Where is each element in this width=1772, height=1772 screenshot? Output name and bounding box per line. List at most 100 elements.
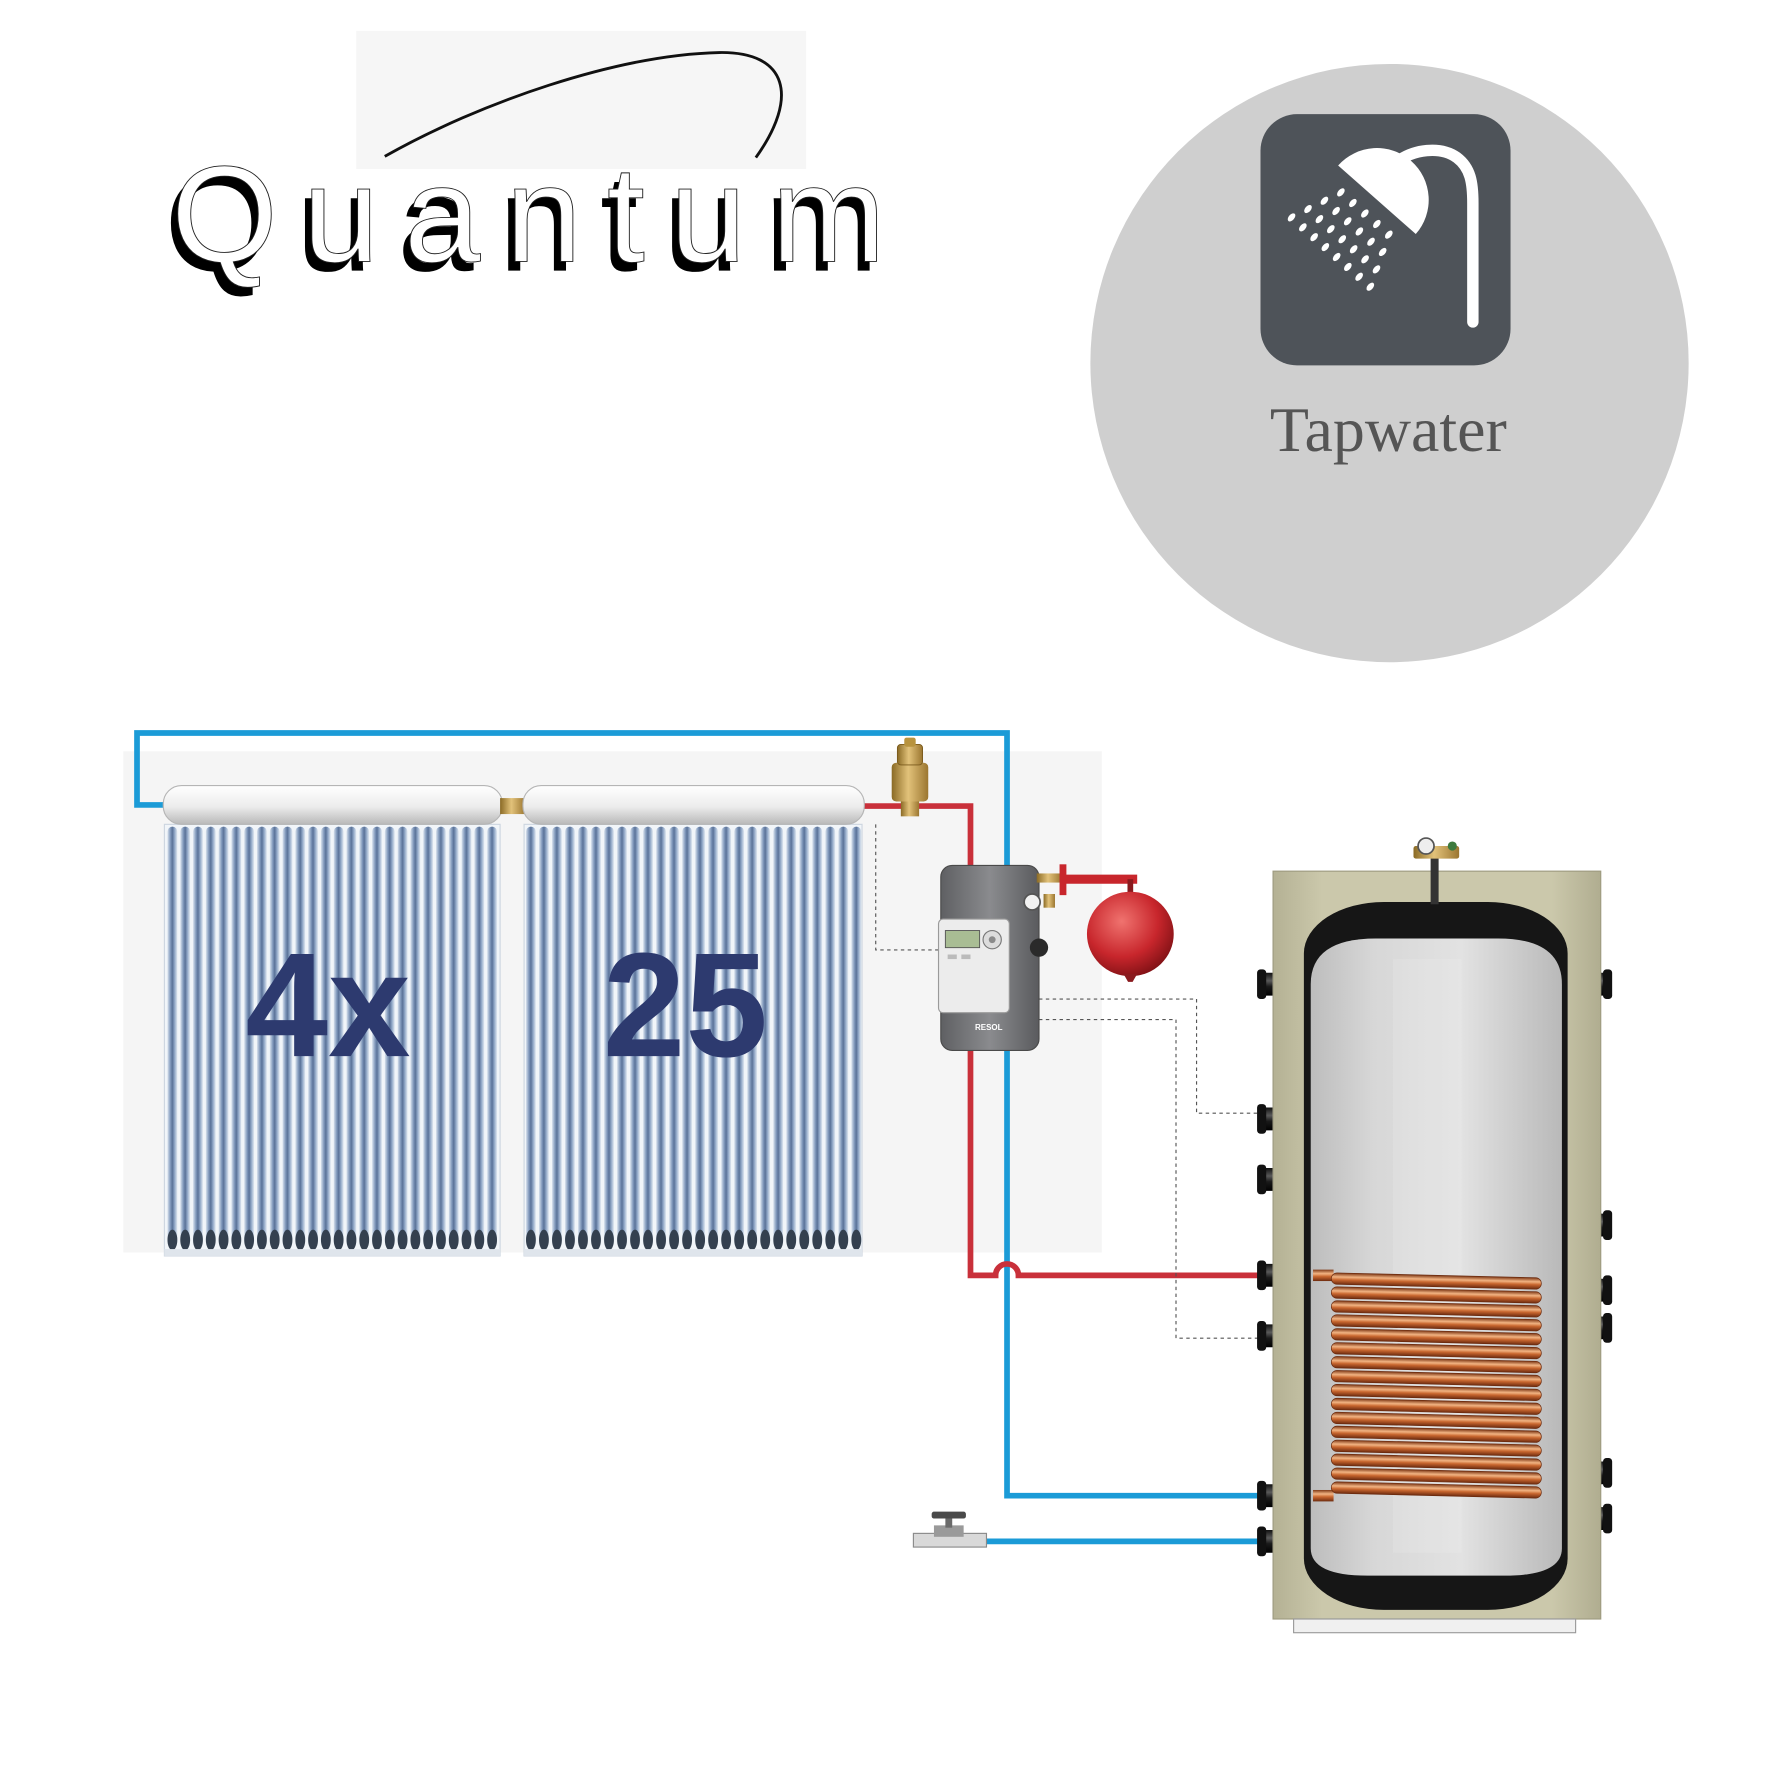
connection-flange bbox=[1603, 1503, 1613, 1534]
coil-turn bbox=[1330, 1286, 1542, 1304]
collector-tubes bbox=[526, 826, 862, 1251]
collector-tube-tip bbox=[838, 1229, 849, 1251]
tank-top-valve bbox=[1413, 837, 1460, 905]
collector-tube bbox=[167, 826, 178, 1245]
brand-name-shadow: Quantum bbox=[164, 148, 903, 301]
collector-tube bbox=[193, 826, 203, 1245]
heat-exchanger-coil bbox=[1313, 1269, 1542, 1502]
coil-turn bbox=[1330, 1411, 1542, 1429]
collector-tube bbox=[721, 826, 732, 1245]
shower-head bbox=[1338, 148, 1429, 235]
coil-inlet bbox=[1313, 1269, 1334, 1282]
collector-tube-tip bbox=[423, 1229, 434, 1251]
water-drop bbox=[1349, 245, 1358, 254]
water-drop bbox=[1344, 262, 1352, 272]
collector-tube bbox=[397, 826, 408, 1245]
station-valve bbox=[1043, 893, 1055, 908]
coil-turn bbox=[1330, 1328, 1542, 1346]
tap-handle bbox=[931, 1511, 966, 1519]
pump-station: RESOL bbox=[937, 864, 1062, 1051]
pump-motor bbox=[1029, 938, 1049, 957]
cold-water-tap bbox=[912, 1511, 988, 1548]
collector-tube-tip bbox=[257, 1229, 267, 1251]
collector-tube-tip bbox=[773, 1229, 784, 1251]
tapwater-badge: Tapwater bbox=[1090, 63, 1689, 663]
tank-stand bbox=[1293, 1618, 1577, 1634]
brand-logo: Quantum Quantum bbox=[164, 30, 903, 301]
water-spray bbox=[1287, 188, 1393, 291]
collector-tube-tip bbox=[799, 1229, 810, 1251]
air-vent bbox=[891, 737, 929, 817]
coil-turn bbox=[1330, 1439, 1542, 1457]
water-drop bbox=[1385, 230, 1393, 239]
collector-tube bbox=[231, 826, 242, 1245]
collector-tube bbox=[773, 826, 784, 1245]
collector-tube-tip bbox=[436, 1229, 446, 1251]
water-drop bbox=[1321, 243, 1330, 252]
water-drop bbox=[1299, 223, 1307, 232]
collector-tube bbox=[384, 826, 395, 1245]
collector-tube-tip bbox=[346, 1229, 357, 1251]
controller-display bbox=[944, 930, 981, 949]
controller-key bbox=[961, 954, 971, 960]
coil-turn bbox=[1330, 1467, 1542, 1485]
collector-tube bbox=[682, 826, 693, 1245]
collector-tube-tip bbox=[180, 1229, 191, 1251]
collector-tube bbox=[474, 826, 485, 1245]
collector-tube-tip bbox=[591, 1229, 601, 1251]
collector-tube bbox=[786, 826, 797, 1245]
collector-tube bbox=[461, 826, 472, 1245]
collector-tube-tip bbox=[747, 1229, 758, 1251]
collector-tube bbox=[799, 826, 810, 1245]
collector-tube-tip bbox=[760, 1229, 771, 1251]
collector-tube-tip bbox=[487, 1229, 498, 1251]
air-vent-cap bbox=[896, 743, 923, 766]
water-drop bbox=[1367, 237, 1375, 246]
collector-tube-tip bbox=[708, 1229, 719, 1251]
collector-tube-tip bbox=[397, 1229, 408, 1251]
shower-icon bbox=[1260, 114, 1511, 366]
water-drop bbox=[1337, 188, 1345, 197]
coil-turn bbox=[1330, 1425, 1542, 1443]
water-drop bbox=[1366, 282, 1375, 291]
collector-tube-tip bbox=[786, 1229, 797, 1251]
collector-tube-tip bbox=[282, 1229, 293, 1251]
water-drop bbox=[1355, 272, 1363, 281]
connection-flange bbox=[1257, 1526, 1267, 1557]
collector-tube bbox=[423, 826, 434, 1245]
collector-tube-tip bbox=[669, 1229, 680, 1251]
collector-tube-tip bbox=[333, 1229, 344, 1251]
collector-tube bbox=[269, 826, 280, 1245]
collector-tube bbox=[320, 826, 331, 1245]
coil-turn bbox=[1330, 1397, 1542, 1415]
collector-quantity-label: 4x bbox=[245, 923, 410, 1088]
collector-tube bbox=[359, 826, 370, 1245]
collector-tube bbox=[244, 826, 255, 1245]
collector-tube bbox=[308, 826, 318, 1245]
collector-tube-tip bbox=[734, 1229, 745, 1251]
collector-tube-tip bbox=[308, 1229, 318, 1251]
water-drop bbox=[1361, 209, 1369, 218]
connection-flange bbox=[1257, 1164, 1267, 1195]
collector-tube bbox=[526, 826, 536, 1245]
vessel-nub bbox=[1123, 973, 1138, 982]
storage-tank bbox=[1257, 837, 1613, 1634]
collector-tube bbox=[410, 826, 421, 1245]
station-fitting bbox=[1036, 873, 1062, 883]
connection-flange bbox=[1257, 1321, 1267, 1351]
water-drop bbox=[1372, 265, 1381, 274]
collector-tube bbox=[436, 826, 446, 1245]
tank-lower-sensor-line bbox=[1038, 1019, 1261, 1339]
collector-tube bbox=[578, 826, 588, 1245]
collector-tube-tip bbox=[384, 1229, 395, 1251]
water-drop bbox=[1287, 213, 1296, 222]
connection-flange bbox=[1257, 1260, 1267, 1291]
collector-tube bbox=[282, 826, 293, 1245]
collector-tube bbox=[295, 826, 306, 1245]
collector-tube-tip bbox=[526, 1229, 536, 1251]
vessel-body bbox=[1086, 891, 1174, 977]
top-valve-knob bbox=[1447, 841, 1457, 851]
collector-tube bbox=[760, 826, 771, 1245]
collector-tube-tip bbox=[167, 1229, 178, 1251]
